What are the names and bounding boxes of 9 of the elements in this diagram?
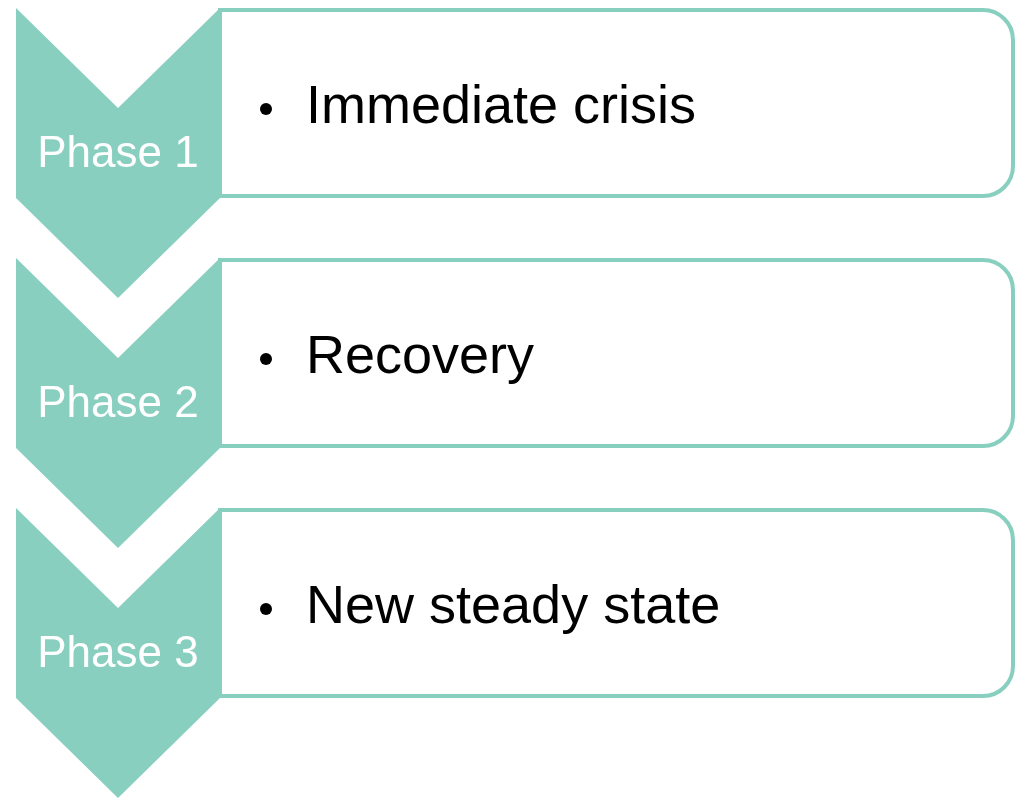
list-item-text: Recovery	[306, 323, 535, 386]
phase-label: Phase 2	[36, 377, 200, 427]
phase-label: Phase 3	[36, 627, 200, 677]
content-box	[218, 508, 1015, 698]
list-item-text: Immediate crisis	[306, 73, 697, 136]
content-box	[218, 8, 1015, 198]
list-item-text: New steady state	[306, 573, 721, 636]
content-box	[218, 258, 1015, 448]
phase-label: Phase 1	[36, 127, 200, 177]
